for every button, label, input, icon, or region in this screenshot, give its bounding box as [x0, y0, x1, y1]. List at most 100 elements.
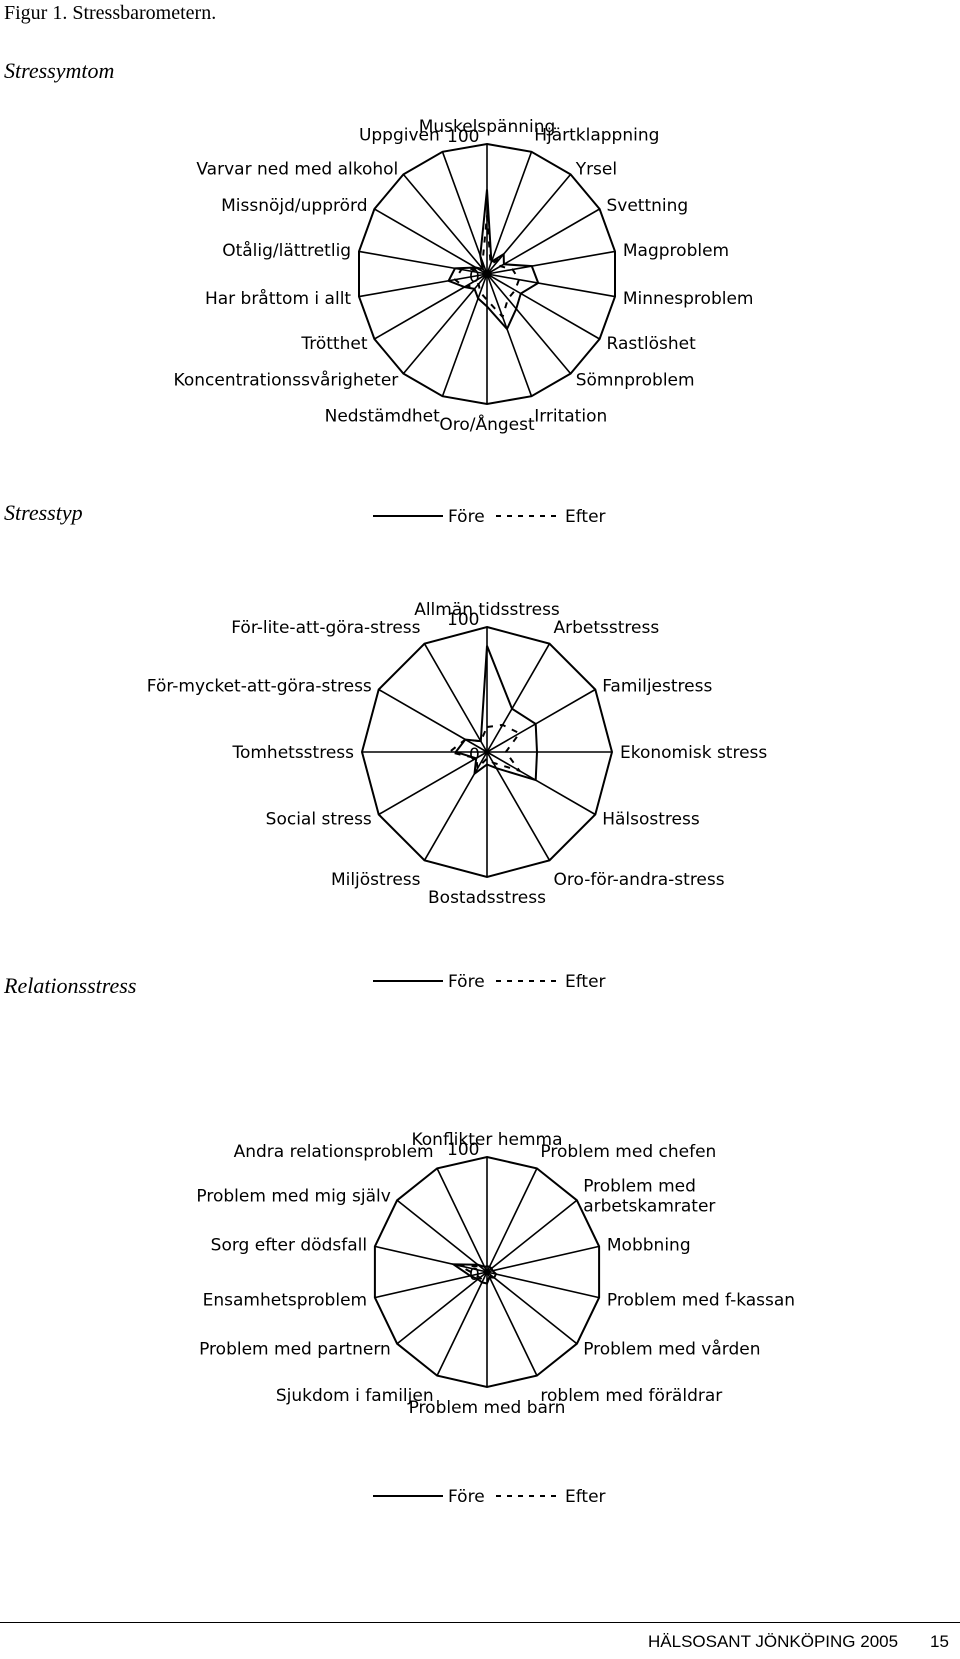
footer-page-number: 15 — [930, 1632, 949, 1651]
radar-axis-spoke — [396, 1199, 488, 1273]
section-label-stressymtom: Stressymtom — [4, 58, 115, 83]
radar-category-label: Oro-för-andra-stress — [554, 870, 725, 890]
radar-axis-spoke — [486, 273, 600, 340]
radar-axis-spoke — [486, 273, 533, 397]
radar-category-label: Tomhetsstress — [231, 743, 354, 763]
radar-axis-spoke — [436, 1168, 488, 1273]
radar-category-label: Minnesproblem — [623, 289, 754, 309]
footer-divider — [0, 1622, 960, 1623]
radar-axis-spoke — [423, 751, 488, 861]
radar-axis-spoke — [486, 751, 596, 816]
radar-category-label: Bostadsstress — [428, 888, 546, 908]
radar-axis-spoke — [486, 273, 616, 298]
radar-series-efter — [458, 1264, 494, 1283]
radar-category-label: Sorg efter dödsfall — [211, 1236, 367, 1256]
radar-axis-spoke — [374, 1245, 488, 1273]
radar-category-label: arbetskamrater — [583, 1196, 715, 1216]
radar-axis-spoke — [378, 751, 488, 816]
radar-category-label: Koncentrationssvårigheter — [174, 370, 399, 391]
legend-label-efter: Efter — [565, 507, 606, 527]
radar-axis-spoke — [486, 1245, 600, 1273]
radar-scale-max-label: 100 — [447, 610, 479, 630]
radar-category-label: Magproblem — [623, 241, 729, 261]
radar-axis-spoke — [486, 1199, 578, 1273]
radar-scale-max-label: 100 — [447, 127, 479, 147]
radar-category-label: För-mycket-att-göra-stress — [147, 677, 372, 697]
radar-axis-spoke — [374, 273, 488, 340]
radar-axis-spoke — [486, 1271, 538, 1376]
radar-category-label: Missnöjd/upprörd — [221, 196, 367, 216]
radar-category-label: Andra relationsproblem — [234, 1142, 434, 1162]
radar-scale-min-label: 0 — [469, 267, 480, 287]
radar-axis-spoke — [486, 1168, 538, 1273]
radar-category-label: Rastlöshet — [607, 334, 697, 354]
radar-category-label: Sjukdom i familjen — [276, 1386, 434, 1406]
radar-axis-spoke — [396, 1271, 488, 1345]
radar-category-label: Irritation — [534, 407, 607, 427]
radar-series-efter — [453, 215, 521, 319]
radar-series-fore — [447, 189, 540, 331]
radar-axis-spoke — [423, 643, 488, 753]
radar-scale-min-label: 0 — [469, 745, 480, 765]
radar-axis-spoke — [486, 1271, 578, 1345]
radar-axis-spoke — [486, 273, 572, 375]
radar-axis-spoke — [441, 273, 488, 397]
radar-axis-spoke — [486, 250, 616, 275]
radar-category-label: Arbetsstress — [554, 618, 660, 638]
radar-category-label: Problem med vården — [583, 1339, 760, 1360]
radar-axis-spoke — [486, 208, 600, 275]
radar-category-label: Hjärtklappning — [534, 125, 659, 145]
radar-category-label: Problem med partnern — [199, 1340, 391, 1360]
radar-category-label: Oro/Ångest — [439, 413, 535, 435]
radar-category-label: Har bråttom i allt — [205, 288, 351, 309]
radar-category-label: Uppgiven — [359, 125, 440, 145]
radar-axis-spoke — [402, 173, 488, 275]
radar-category-label: Sömnproblem — [576, 371, 695, 391]
radar-axis-spoke — [358, 250, 488, 275]
radar-series-fore — [454, 645, 539, 782]
radar-category-label: För-lite-att-göra-stress — [231, 618, 420, 638]
legend-label-efter: Efter — [565, 972, 606, 992]
radar-category-label: Yrsel — [575, 159, 617, 179]
radar-category-label: Problem med — [583, 1176, 696, 1196]
radar-axis-spoke — [486, 173, 572, 275]
radar-category-label: Ekonomisk stress — [620, 743, 767, 763]
radar-axis-spoke — [378, 688, 488, 753]
legend-label-fore: Före — [448, 972, 485, 992]
radar-category-label: Ensamhetsproblem — [203, 1290, 367, 1310]
radar-category-label: Svettning — [607, 196, 689, 216]
radar-axis-spoke — [402, 273, 488, 375]
radar-axis-spoke — [486, 151, 533, 275]
radar-series-efter — [447, 723, 523, 773]
radar-category-label: Problem med chefen — [540, 1142, 716, 1162]
legend-label-fore: Före — [448, 1487, 485, 1507]
section-label-stresstyp: Stresstyp — [4, 500, 83, 525]
radar-category-label: Trötthet — [300, 334, 367, 354]
radar-axis-spoke — [486, 643, 551, 753]
radar-axis-spoke — [374, 208, 488, 275]
radar-category-label: Social stress — [266, 810, 372, 830]
radar-category-label: Varvar ned med alkohol — [196, 159, 398, 179]
radar-category-label: Nedstämdhet — [325, 407, 440, 427]
radar-category-label: Konflikter hemma — [411, 1130, 562, 1150]
radar-axis-spoke — [358, 273, 488, 298]
radar-axis-spoke — [486, 1271, 600, 1299]
legend-label-fore: Före — [448, 507, 485, 527]
radar-axis-spoke — [486, 688, 596, 753]
radar-category-label: Allmän tidsstress — [414, 600, 560, 620]
radar-scale-min-label: 0 — [469, 1265, 480, 1285]
figure-title: Figur 1. Stressbarometern. — [4, 2, 217, 24]
radar-category-label: Problem med barn — [409, 1398, 566, 1418]
chart-legend: Före Efter — [373, 1487, 606, 1507]
radar-axis-spoke — [486, 751, 551, 861]
chart-legend: Före Efter — [373, 972, 606, 992]
legend-label-efter: Efter — [565, 1487, 606, 1507]
radar-axis-spoke — [436, 1271, 488, 1376]
radar-category-label: Problem med f-kassan — [607, 1290, 795, 1310]
radar-category-label: roblem med föräldrar — [540, 1386, 722, 1406]
radar-category-label: Mobbning — [607, 1236, 691, 1256]
radar-scale-max-label: 100 — [447, 1140, 479, 1160]
footer-publication: HÄLSOSANT JÖNKÖPING 2005 — [648, 1632, 899, 1651]
